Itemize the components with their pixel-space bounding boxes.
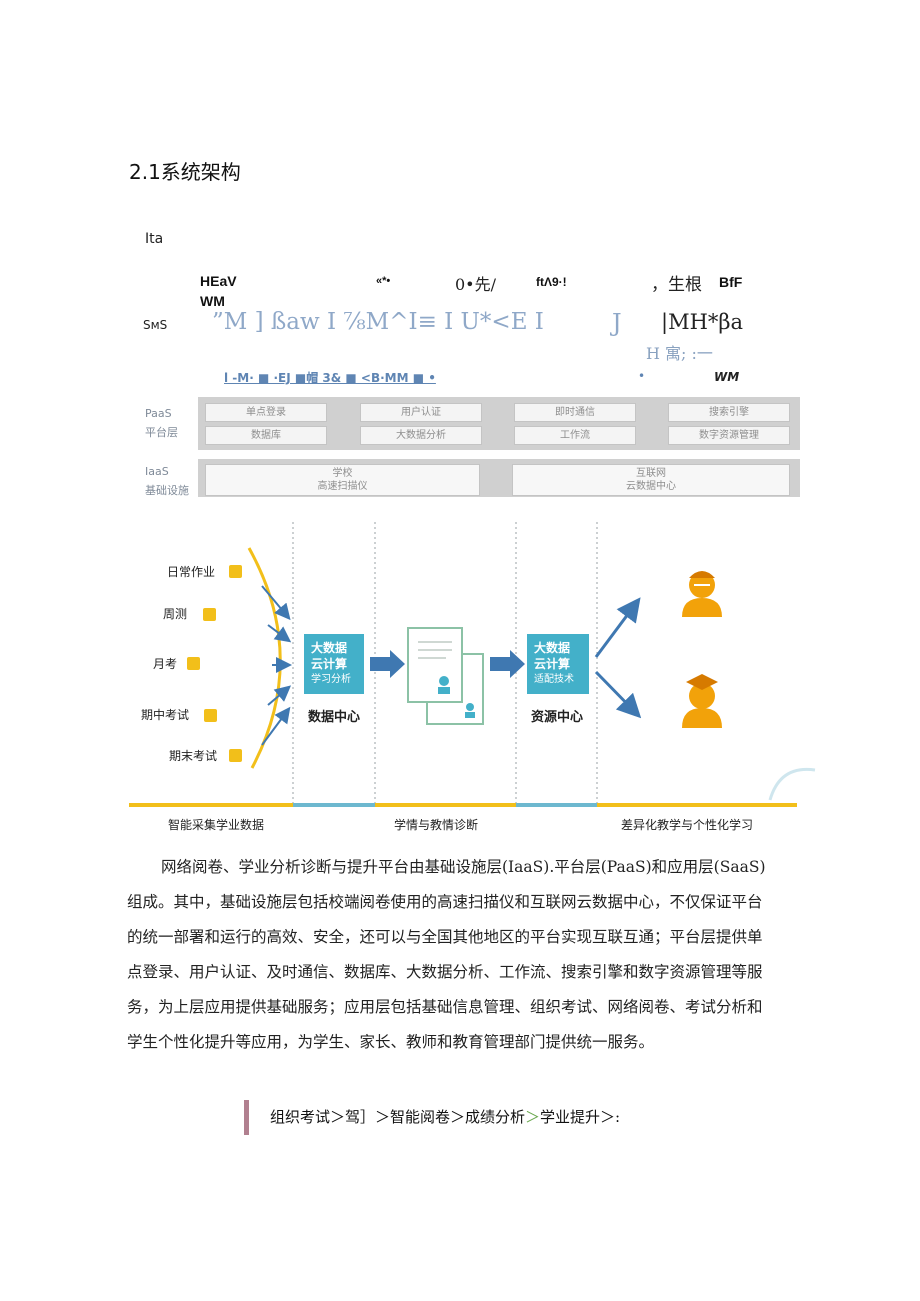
paragraph-line: 学生个性化提升等应用，为学生、家长、教师和教育管理部门提供统一服务。 bbox=[127, 1033, 655, 1051]
garbled-row4-left: l -M· ■ ·EJ ■帽 3& ■ <B·MM ■ • bbox=[224, 371, 436, 385]
garbled-big-j: J bbox=[612, 309, 622, 337]
data-box-line2: 云计算 bbox=[311, 657, 348, 671]
paragraph-line: 务，为上层应用提供基础服务；应用层包括基础信息管理、组织考试、网络阅卷、考试分析… bbox=[127, 998, 763, 1016]
source-marker-icon bbox=[229, 749, 242, 762]
garbled-row4-dot: • bbox=[638, 369, 646, 383]
teacher-icon bbox=[682, 571, 722, 617]
collection-arrows bbox=[261, 585, 292, 746]
garbled-text-3: 0•先/ bbox=[455, 275, 497, 294]
paas-cell-search: 搜索引擎 bbox=[668, 403, 790, 422]
report-document-icon bbox=[407, 627, 484, 725]
iaas-cell-cloud-line1: 互联网 bbox=[636, 468, 666, 479]
data-box-line3: 学习分析 bbox=[311, 674, 351, 685]
bottom-bar-yellow-left bbox=[129, 803, 293, 807]
iaas-cell-cloud: 互联网 云数据中心 bbox=[512, 464, 790, 496]
student-icon bbox=[682, 674, 722, 728]
source-final: 期末考试 bbox=[169, 749, 218, 763]
source-marker-icon bbox=[204, 709, 217, 722]
iaas-cell-cloud-line2: 云数据中心 bbox=[626, 481, 676, 492]
resource-center-box: 大数据 云计算 适配技术 bbox=[527, 634, 589, 694]
garbled-text-5: ，生根 bbox=[651, 275, 702, 295]
paas-label-cn: 平台层 bbox=[145, 426, 178, 439]
bottom-label-collect: 智能采集学业数据 bbox=[168, 818, 265, 832]
arrow-to-report bbox=[370, 650, 405, 678]
paas-cell-db: 数据库 bbox=[205, 426, 327, 445]
resource-box-line3: 适配技术 bbox=[534, 674, 574, 685]
garbled-small-right: H 寓; :一 bbox=[646, 344, 713, 363]
iaas-cell-scanner-line1: 学校 bbox=[332, 468, 353, 479]
source-monthly-exam: 月考 bbox=[153, 657, 178, 671]
arrow-to-resource bbox=[490, 650, 525, 678]
paragraph-line: 点登录、用户认证、及时通信、数据库、大数据分析、工作流、搜索引擎和数字资源管理等… bbox=[127, 963, 763, 981]
source-weekly-test: 周测 bbox=[163, 607, 188, 621]
source-marker-icon bbox=[229, 565, 242, 578]
iaas-cell-scanner: 学校 高速扫描仪 bbox=[205, 464, 480, 496]
decorative-arc bbox=[768, 767, 816, 801]
iaas-label-cn: 基础设施 bbox=[145, 484, 189, 497]
process-flow-arrow: ＞ bbox=[525, 1108, 541, 1126]
garbled-big-left: ”M ] ßaw I ⅞M^I≡ I U*<E I bbox=[212, 309, 544, 335]
process-flow-part3: 学业提升＞: bbox=[540, 1108, 621, 1126]
section-heading: 2.1系统架构 bbox=[129, 160, 241, 184]
collection-arc bbox=[247, 547, 282, 769]
resource-box-line1: 大数据 bbox=[534, 641, 571, 655]
paragraph-line: 组成。其中，基础设施层包括校端阅卷使用的高速扫描仪和互联网云数据中心，不仅保证平… bbox=[127, 893, 763, 911]
arrow-to-student bbox=[594, 670, 642, 719]
process-flow: 组织考试＞驾］＞智能阅卷＞成绩分析＞学业提升＞: bbox=[270, 1106, 620, 1127]
data-box-line1: 大数据 bbox=[311, 641, 348, 655]
arrow-to-teacher bbox=[594, 597, 641, 658]
paas-label-en: PaaS bbox=[145, 407, 172, 420]
process-flow-part1: 组织考试＞驾］＞智能阅卷＞成绩分析 bbox=[270, 1108, 526, 1126]
source-midterm: 期中考试 bbox=[141, 708, 190, 722]
garbled-sms: SмS bbox=[143, 318, 168, 332]
source-marker-icon bbox=[187, 657, 200, 670]
bottom-bar-yellow-right bbox=[597, 803, 797, 807]
bottom-bar-yellow-mid bbox=[375, 803, 516, 807]
paas-cell-workflow: 工作流 bbox=[514, 426, 636, 445]
paas-cell-im: 即时通信 bbox=[514, 403, 636, 422]
resource-box-line2: 云计算 bbox=[534, 657, 571, 671]
garbled-text-2: «*• bbox=[376, 275, 391, 287]
garbled-text-1: HEaV bbox=[200, 273, 237, 289]
source-marker-icon bbox=[203, 608, 216, 621]
garbled-text-4: ftΛ9·! bbox=[536, 275, 567, 289]
body-paragraph: 网络阅卷、学业分析诊断与提升平台由基础设施层(IaaS).平台层(PaaS)和应… bbox=[127, 850, 827, 1060]
paas-side-label: PaaS 平台层 bbox=[145, 404, 178, 442]
iaas-side-label: IaaS 基础设施 bbox=[145, 462, 189, 500]
resource-center-label: 资源中心 bbox=[531, 710, 584, 725]
bottom-label-diagnose: 学情与教情诊断 bbox=[394, 818, 479, 832]
figure-label-ita: Ita bbox=[145, 231, 164, 247]
source-daily-homework: 日常作业 bbox=[167, 565, 216, 579]
paragraph-line: 的统一部署和运行的高效、安全，还可以与全国其他地区的平台实现互联互通；平台层提供… bbox=[127, 928, 763, 946]
iaas-label-en: IaaS bbox=[145, 465, 169, 478]
paragraph-line: 网络阅卷、学业分析诊断与提升平台由基础设施层(IaaS).平台层(PaaS)和应… bbox=[161, 858, 766, 876]
garbled-text-wm: WM bbox=[200, 293, 225, 309]
paas-cell-bigdata: 大数据分析 bbox=[360, 426, 482, 445]
data-center-box: 大数据 云计算 学习分析 bbox=[304, 634, 364, 694]
paas-cell-resource: 数字资源管理 bbox=[668, 426, 790, 445]
data-center-label: 数据中心 bbox=[308, 710, 361, 725]
bottom-label-differentiated: 差异化教学与个性化学习 bbox=[621, 818, 754, 832]
garbled-big-right: |MH*βa bbox=[661, 310, 744, 334]
iaas-cell-scanner-line2: 高速扫描仪 bbox=[317, 481, 368, 492]
garbled-row4-right: WM bbox=[714, 370, 740, 384]
garbled-text-6: BfF bbox=[719, 274, 743, 290]
process-marker-bar bbox=[244, 1100, 249, 1135]
paas-cell-auth: 用户认证 bbox=[360, 403, 482, 422]
paas-cell-sso: 单点登录 bbox=[205, 403, 327, 422]
